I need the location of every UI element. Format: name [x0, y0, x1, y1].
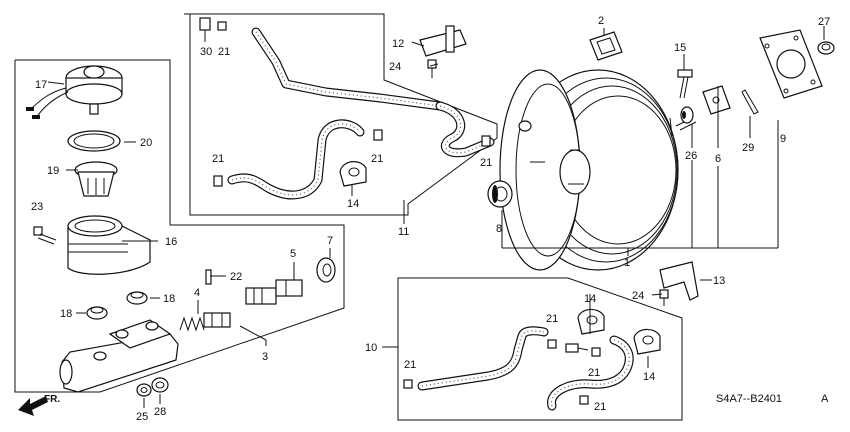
primary-piston-assembly [245, 279, 303, 305]
cylinder-seal [316, 257, 336, 283]
callout-21-lower-bottom: 21 [594, 401, 606, 413]
callout-10: 10 [365, 342, 377, 354]
callout-27: 27 [818, 16, 830, 28]
callout-21-upper-left: 21 [218, 46, 230, 58]
check-valve-grommet [487, 180, 513, 208]
callout-13: 13 [713, 275, 725, 287]
vacuum-hose-lower-2 [547, 335, 634, 411]
callout-7: 7 [327, 235, 333, 247]
grommet-27 [817, 41, 835, 55]
stop-pin [205, 269, 212, 285]
hose-clip-upper-2 [373, 129, 383, 141]
callout-4: 4 [194, 287, 200, 299]
fluid-reservoir [67, 215, 151, 275]
callout-26: 26 [685, 150, 697, 162]
reservoir-seal-left [86, 306, 108, 320]
callout-15: 15 [674, 42, 686, 54]
diagram-code: S4A7--B2401 [716, 393, 782, 405]
washer-28 [151, 377, 169, 393]
hose-clamp-upper [339, 161, 367, 187]
callout-17: 17 [35, 79, 47, 91]
callout-28: 28 [154, 406, 166, 418]
hose-clip-lower-2 [591, 347, 601, 357]
callout-14-upper: 14 [347, 198, 359, 210]
clevis-joint [702, 85, 731, 115]
brake-booster [499, 69, 697, 271]
callout-24-lower: 24 [632, 290, 644, 302]
callout-21-upper-right: 21 [480, 157, 492, 169]
callout-6: 6 [715, 153, 721, 165]
hose-group-box-lower [397, 277, 683, 421]
callout-29: 29 [742, 142, 754, 154]
reservoir-cap [26, 65, 123, 119]
callout-5: 5 [290, 248, 296, 260]
booster-gasket [589, 31, 623, 61]
callout-11: 11 [398, 226, 409, 238]
hose-clip-upper-1 [217, 21, 227, 31]
leader-lines [47, 26, 825, 408]
callout-20: 20 [140, 137, 152, 149]
callout-21-upper-lower: 21 [212, 153, 224, 165]
hose-clip-lower-1 [547, 339, 557, 349]
booster-cover-gasket [759, 29, 823, 99]
hose-clamp-lower-1 [577, 308, 605, 335]
callout-14-lower-right: 14 [643, 371, 655, 383]
callout-21-lower-left: 21 [404, 359, 416, 371]
callout-22: 22 [230, 271, 242, 283]
reservoir-bolt [33, 226, 57, 245]
hose-clip-upper-3 [481, 135, 491, 147]
callout-19: 19 [47, 165, 59, 177]
reservoir-seal-right [126, 291, 148, 305]
washer-25 [136, 383, 152, 397]
callout-14-lower-left: 14 [584, 293, 596, 305]
callout-30: 30 [200, 46, 212, 58]
callout-18-right: 18 [163, 293, 175, 305]
reservoir-seal-ring [67, 130, 121, 152]
hose-clip-lower-4 [579, 395, 589, 405]
callout-12: 12 [392, 38, 404, 50]
callout-18-left: 18 [60, 308, 72, 320]
master-cylinder-body [59, 319, 179, 393]
clevis-pin [741, 89, 759, 115]
callout-21-lower-top: 21 [546, 313, 558, 325]
secondary-piston-assembly [179, 312, 231, 332]
callout-24-upper: 24 [389, 61, 401, 73]
front-direction-arrow-icon [18, 396, 48, 416]
vacuum-hose-main [251, 27, 495, 158]
hose-joint-upper [199, 17, 211, 42]
callout-1: 1 [624, 257, 630, 269]
callout-8: 8 [496, 223, 502, 235]
master-cylinder-group-box [14, 59, 345, 393]
hose-clip-upper-4 [213, 175, 223, 187]
hose-clip-lower-3 [403, 379, 413, 389]
vacuum-hose-branch [227, 119, 365, 200]
hose-group-box-upper [184, 13, 498, 216]
callout-3: 3 [262, 351, 268, 363]
bolt-15 [677, 69, 693, 99]
reservoir-strainer [74, 161, 118, 197]
callout-2: 2 [598, 15, 604, 27]
bracket-12 [419, 25, 467, 78]
bracket-13 [659, 261, 699, 306]
callout-25: 25 [136, 411, 148, 423]
hose-clamp-lower-2 [633, 328, 661, 355]
bushing-26 [680, 106, 694, 124]
callout-23: 23 [31, 201, 43, 213]
callout-21-lower-mid: 21 [588, 367, 600, 379]
hose-check-valve-lower [565, 343, 589, 353]
diagram-code-suffix: A [821, 393, 829, 405]
callout-16: 16 [165, 236, 177, 248]
vacuum-hose-lower-1 [417, 326, 549, 391]
callout-9: 9 [780, 133, 786, 145]
front-direction-label: FR. [44, 394, 60, 405]
callout-21-upper-mid: 21 [371, 153, 383, 165]
